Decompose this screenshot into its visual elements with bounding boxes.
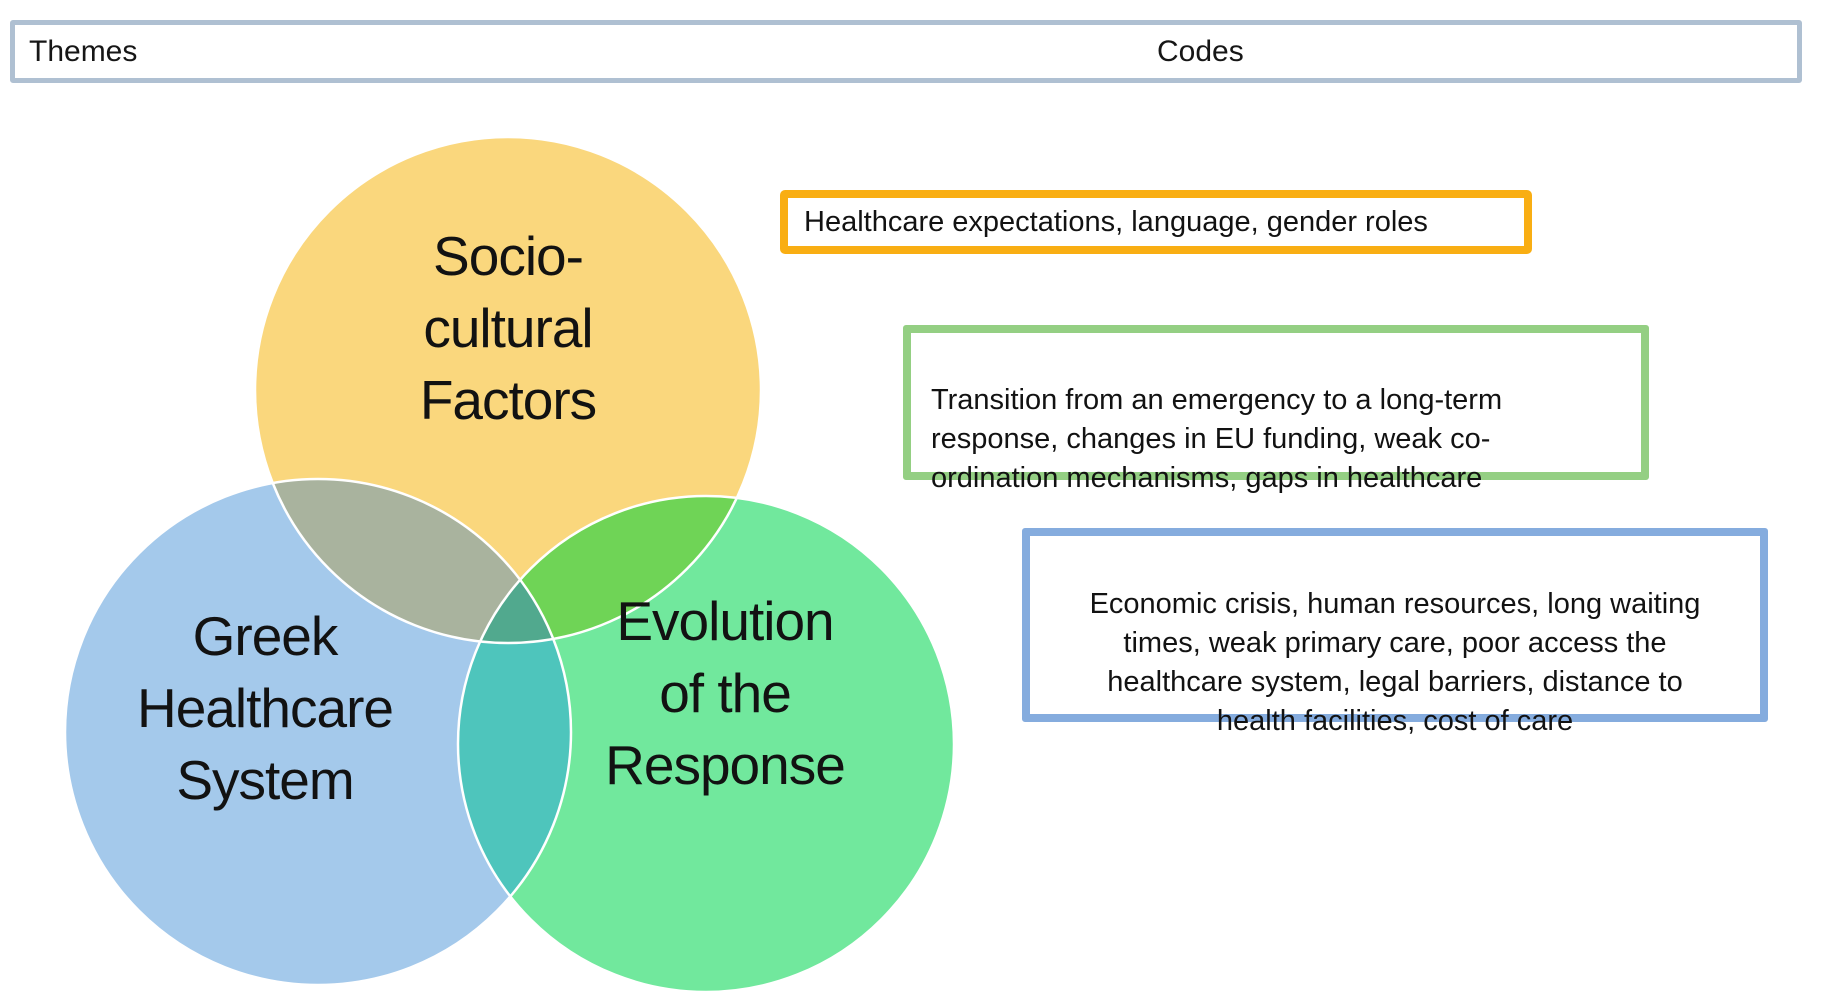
code-box-evolution-text: Transition from an emergency to a long-t… xyxy=(931,384,1503,494)
code-box-socio-cultural-text: Healthcare expectations, language, gende… xyxy=(804,205,1428,238)
overlap-socio-evolution xyxy=(458,496,761,643)
code-box-greek-healthcare: Economic crisis, human resources, long w… xyxy=(1022,528,1768,737)
legend-bar: Themes Codes xyxy=(10,20,1802,83)
socio-circle-outline xyxy=(253,135,763,645)
code-box-evolution: Transition from an emergency to a long-t… xyxy=(903,325,1649,494)
codes-label: Codes xyxy=(1157,34,1244,68)
themes-label: Themes xyxy=(29,34,138,68)
overlap-socio-greek xyxy=(255,479,571,643)
code-box-greek-healthcare-text: Economic crisis, human resources, long w… xyxy=(1089,588,1701,737)
evolution-circle-outline xyxy=(456,494,956,994)
code-box-socio-cultural: Healthcare expectations, language, gende… xyxy=(780,190,1532,254)
greek-circle-outline xyxy=(63,477,573,987)
greek-healthcare-label: Greek Healthcare System xyxy=(137,605,394,811)
evolution-label: Evolution of the Response xyxy=(605,590,846,796)
socio-cultural-label: Socio- cultural Factors xyxy=(419,225,597,431)
